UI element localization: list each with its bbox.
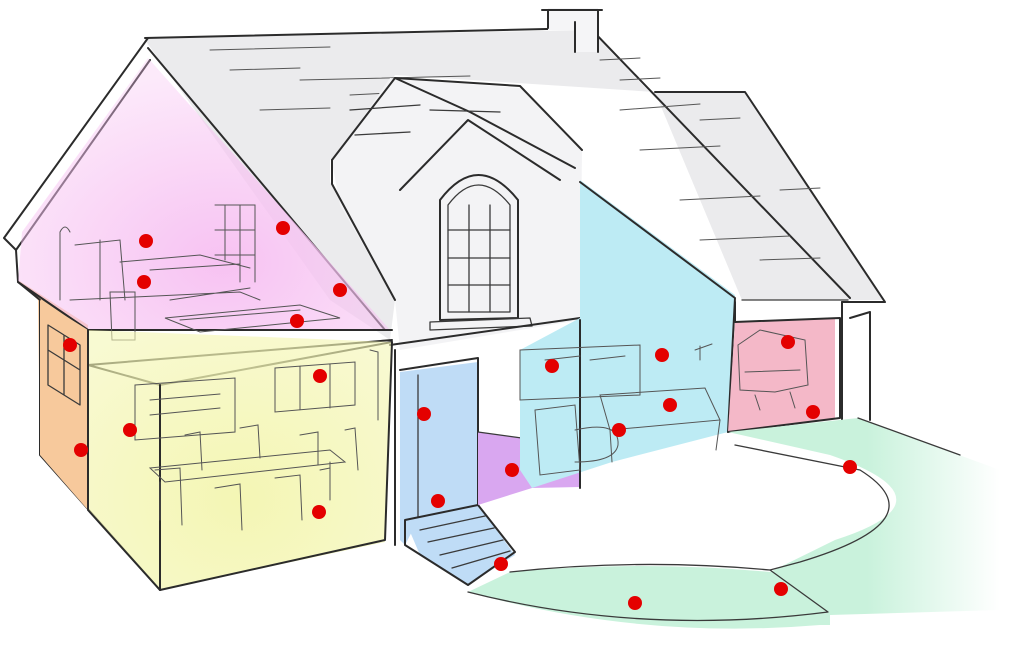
hotspot-bathroom-18[interactable]: [612, 423, 626, 437]
bathroom: [519, 180, 736, 489]
front-gable: [331, 77, 583, 546]
hotspot-dining-room-10[interactable]: [312, 505, 326, 519]
hotspot-bathroom-15[interactable]: [545, 359, 559, 373]
hotspot-closet-14[interactable]: [505, 463, 519, 477]
hotspot-walkway-21[interactable]: [843, 460, 857, 474]
hotspot-side-room-7[interactable]: [74, 443, 88, 457]
hotspot-walkway-23[interactable]: [774, 582, 788, 596]
hotspot-bedroom-3[interactable]: [137, 275, 151, 289]
dining-room: [87, 329, 393, 591]
hotspot-bathroom-16[interactable]: [655, 348, 669, 362]
hotspot-bedroom-1[interactable]: [139, 234, 153, 248]
hotspot-bathroom-17[interactable]: [663, 398, 677, 412]
hotspot-bedroom-2[interactable]: [276, 221, 290, 235]
side-room: [40, 300, 88, 510]
hotspot-entry-12[interactable]: [431, 494, 445, 508]
walkway: [467, 417, 1000, 629]
hotspot-entry-11[interactable]: [417, 407, 431, 421]
hotspot-garage-19[interactable]: [781, 335, 795, 349]
hotspot-side-room-6[interactable]: [63, 338, 77, 352]
arched-window: [429, 174, 533, 331]
hotspot-entry-13[interactable]: [494, 557, 508, 571]
hotspot-walkway-22[interactable]: [628, 596, 642, 610]
hotspot-dining-room-9[interactable]: [123, 423, 137, 437]
garage: [727, 301, 871, 433]
chimney: [541, 8, 603, 53]
hotspot-bedroom-5[interactable]: [290, 314, 304, 328]
hotspot-garage-20[interactable]: [806, 405, 820, 419]
hotspot-dining-room-8[interactable]: [313, 369, 327, 383]
hotspot-layer: [63, 221, 857, 610]
hotspot-bedroom-4[interactable]: [333, 283, 347, 297]
